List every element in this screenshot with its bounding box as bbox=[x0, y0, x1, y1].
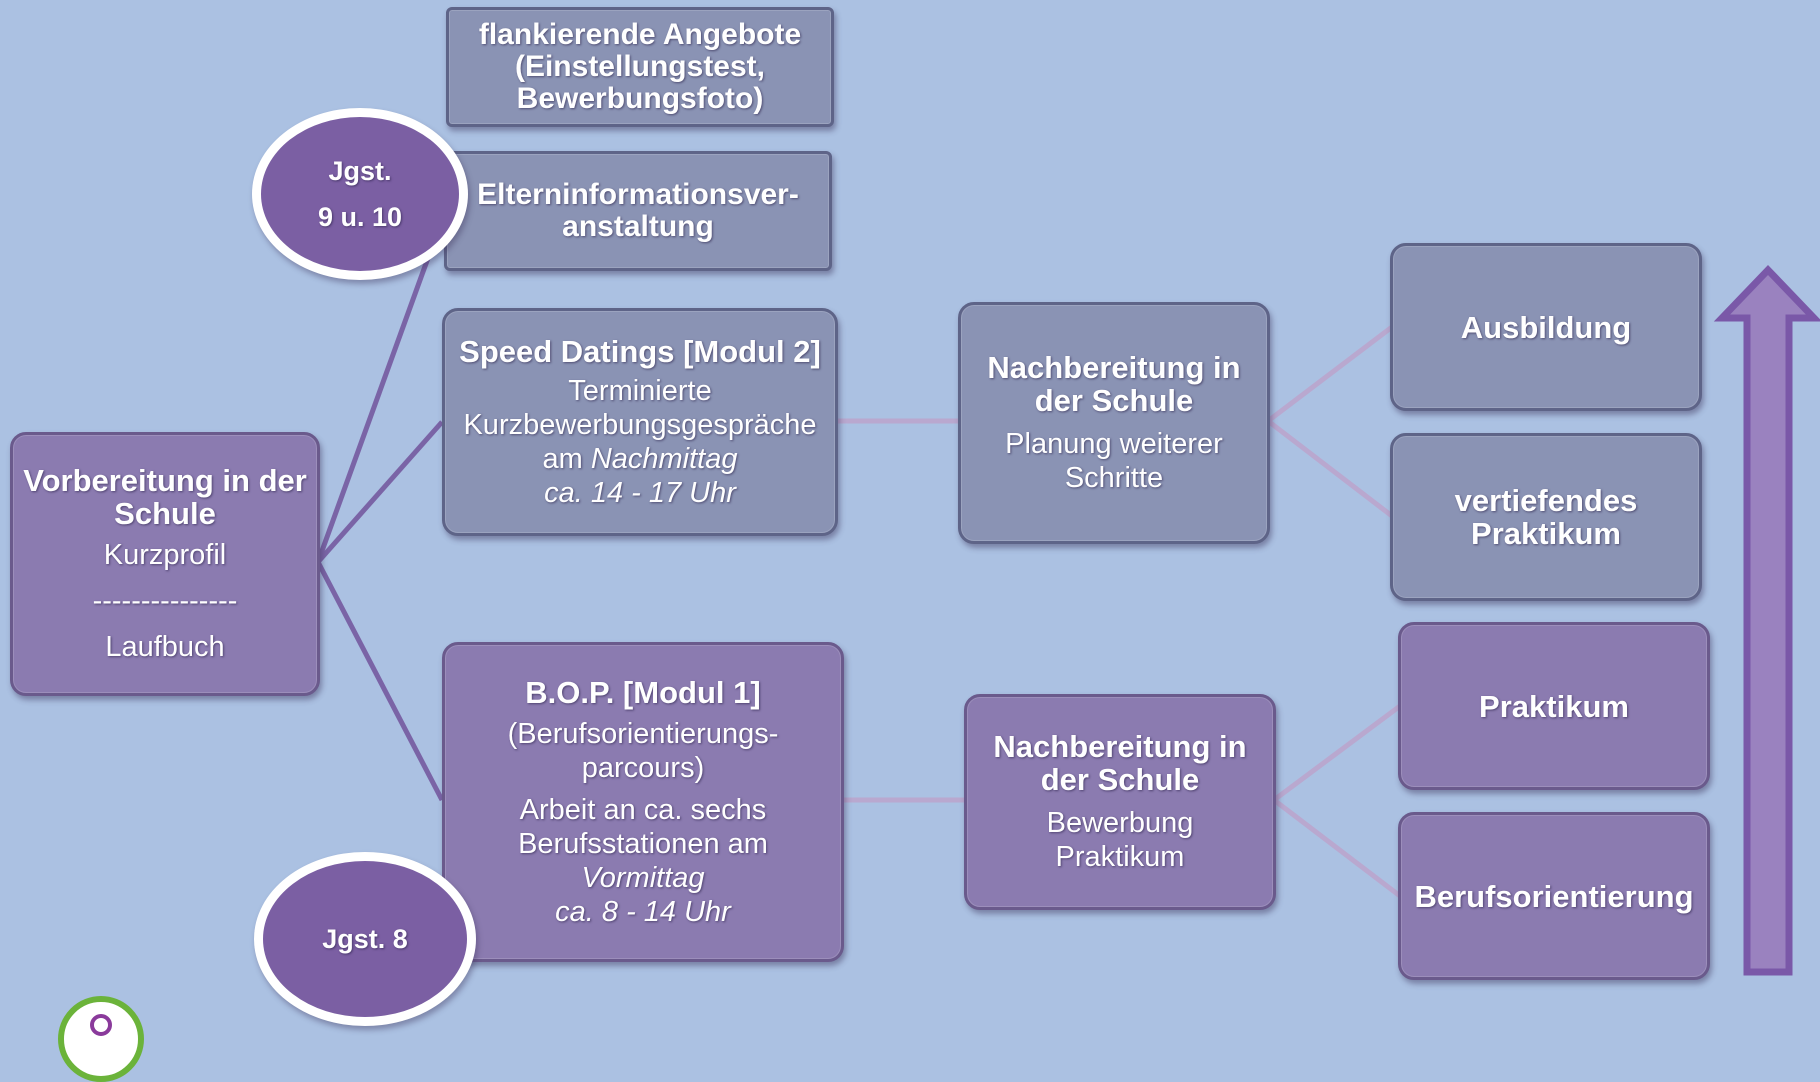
speed-line-3-prefix: am bbox=[542, 442, 591, 475]
post-upper-line-1: Planung weiterer bbox=[1005, 428, 1223, 460]
flank-line-3: Bewerbungsfoto) bbox=[516, 82, 764, 115]
post-lower-line-2: Praktikum bbox=[1055, 841, 1185, 873]
outcome-praktikum: Praktikum bbox=[1479, 688, 1629, 724]
up-arrow-icon bbox=[1713, 264, 1820, 976]
speed-line-3: am Nachmittag bbox=[542, 442, 737, 476]
parents-line-2: anstaltung bbox=[562, 210, 714, 243]
post-processing-lower-box: Nachbereitung in der Schule Bewerbung Pr… bbox=[964, 694, 1276, 910]
post-upper-title-2: der Schule bbox=[1034, 383, 1194, 418]
bop-line-6: ca. 8 - 14 Uhr bbox=[555, 895, 731, 928]
prep-line-kurzprofil: Kurzprofil bbox=[103, 539, 227, 571]
connector-post-lower-to-praktikum bbox=[1272, 703, 1402, 803]
flank-line-1: flankierende Angebote bbox=[478, 18, 802, 51]
connector-post-lower-to-berufsorientierung bbox=[1272, 798, 1402, 898]
bop-line-5: Vormittag bbox=[581, 861, 705, 894]
bop-title: B.O.P. [Modul 1] bbox=[525, 674, 761, 710]
bop-box: B.O.P. [Modul 1] (Berufsorientierungs- p… bbox=[442, 642, 844, 962]
flank-box: flankierende Angebote (Einstellungstest,… bbox=[446, 7, 834, 127]
grade-lower-label: Jgst. 8 bbox=[322, 924, 408, 954]
outcome-praktikum-box: Praktikum bbox=[1398, 622, 1710, 790]
school-logo-icon bbox=[58, 996, 144, 1082]
post-processing-upper-box: Nachbereitung in der Schule Planung weit… bbox=[958, 302, 1270, 544]
career-orientation-diagram: Vorbereitung in der Schule Kurzprofil --… bbox=[10, 7, 1820, 1082]
bop-line-2: parcours) bbox=[581, 751, 705, 784]
grade-lower-badge: Jgst. 8 bbox=[254, 852, 476, 1026]
connector-post-upper-to-vertiefend bbox=[1266, 419, 1394, 518]
post-lower-title-2: der Schule bbox=[1040, 762, 1200, 797]
grade-upper-line-2: 9 u. 10 bbox=[317, 202, 403, 232]
post-upper-line-2: Schritte bbox=[1064, 462, 1164, 494]
prep-box: Vorbereitung in der Schule Kurzprofil --… bbox=[10, 432, 320, 696]
prep-line-laufbuch: Laufbuch bbox=[105, 631, 225, 663]
speed-line-3-italic: Nachmittag bbox=[590, 442, 738, 475]
outcome-berufsorientierung: Berufsorientierung bbox=[1414, 878, 1694, 914]
post-upper-title-1: Nachbereitung in bbox=[987, 350, 1241, 385]
speed-line-4: ca. 14 - 17 Uhr bbox=[544, 476, 736, 509]
parents-line-1: Elterninformationsver- bbox=[477, 178, 799, 211]
flank-line-2: (Einstellungstest, bbox=[514, 50, 766, 83]
grade-upper-badge: Jgst. 9 u. 10 bbox=[252, 108, 468, 280]
outcome-berufsorientierung-box: Berufsorientierung bbox=[1398, 812, 1710, 980]
speed-line-1: Terminierte bbox=[568, 374, 712, 407]
grade-upper-line-1: Jgst. bbox=[328, 156, 392, 186]
connector-prep-to-speed bbox=[316, 420, 444, 564]
speed-line-2: Kurzbewerbungsgespräche bbox=[463, 408, 817, 441]
parents-info-box: Elterninformationsver- anstaltung bbox=[444, 151, 832, 271]
outcome-ausbildung-box: Ausbildung bbox=[1390, 243, 1702, 411]
speed-dating-box: Speed Datings [Modul 2] Terminierte Kurz… bbox=[442, 308, 838, 536]
bop-line-3: Arbeit an ca. sechs bbox=[519, 793, 767, 826]
connectors-from-prep bbox=[315, 257, 445, 802]
speed-title: Speed Datings [Modul 2] bbox=[459, 333, 821, 369]
bop-line-1: (Berufsorientierungs- bbox=[507, 717, 779, 750]
outcome-ausbildung: Ausbildung bbox=[1460, 309, 1632, 345]
connector-prep-to-bop bbox=[315, 560, 445, 802]
connectors-middle bbox=[836, 325, 1402, 898]
post-lower-line-1: Bewerbung bbox=[1046, 807, 1194, 839]
outcome-vertiefend-line-2: Praktikum bbox=[1471, 516, 1621, 551]
outcome-vertiefend-box: vertiefendes Praktikum bbox=[1390, 433, 1702, 601]
outcome-vertiefend-line-1: vertiefendes bbox=[1454, 483, 1638, 518]
connector-layer bbox=[315, 257, 1820, 976]
prep-divider: --------------- bbox=[92, 585, 238, 617]
connector-post-upper-to-ausbildung bbox=[1266, 325, 1394, 423]
prep-title: Vorbereitung in der Schule bbox=[23, 463, 307, 531]
post-lower-title-1: Nachbereitung in bbox=[993, 729, 1247, 764]
logo-inner-ring bbox=[90, 1014, 112, 1036]
bop-line-4: Berufsstationen am bbox=[518, 827, 768, 860]
connector-prep-to-upper-grade bbox=[315, 257, 431, 563]
